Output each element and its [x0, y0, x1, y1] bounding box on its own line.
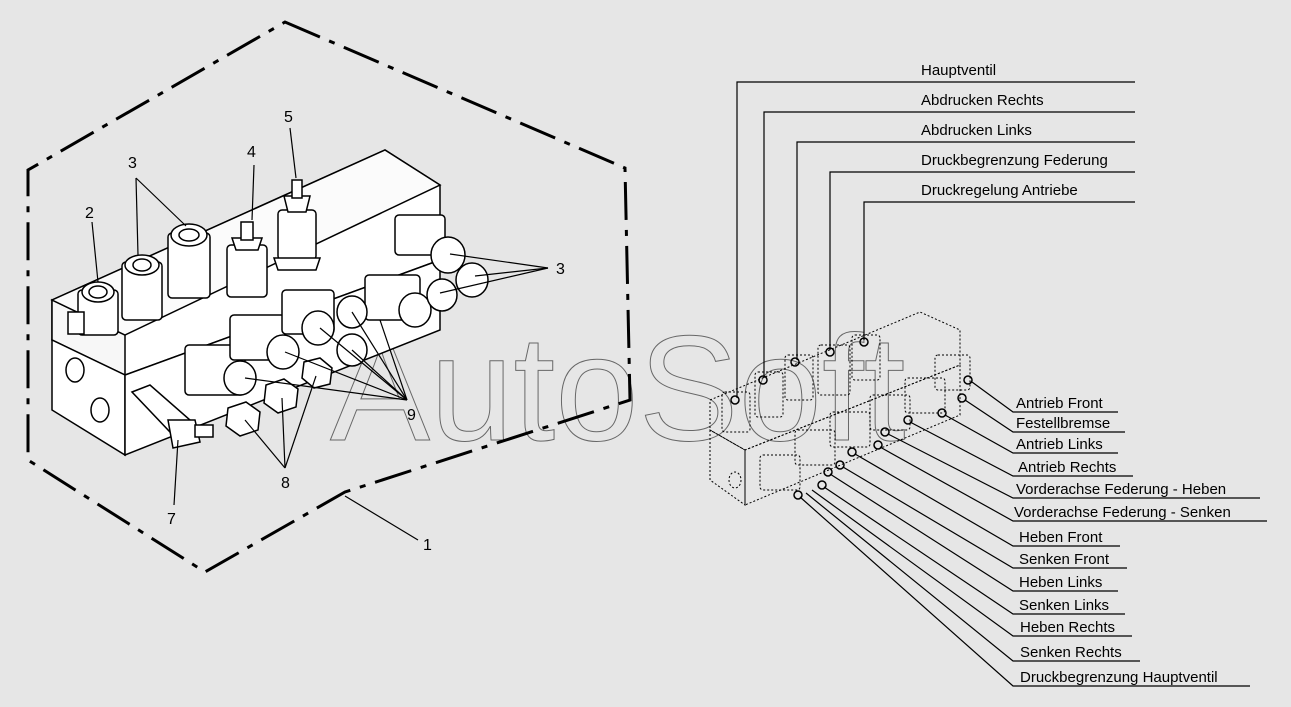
left-leader-lines: [91, 127, 549, 541]
part-3-solenoid-b: [167, 223, 211, 299]
label-abdrucken-rechts: Abdrucken Rechts: [921, 92, 1044, 109]
part-number-4: 4: [247, 144, 256, 161]
label-druckbegrenzung-federung: Druckbegrenzung Federung: [921, 152, 1108, 169]
label-heben-links: Heben Links: [1019, 574, 1102, 591]
part-number-9: 9: [407, 407, 416, 424]
top-leader-lines: [736, 81, 1135, 398]
part-5-pressure-switch: [272, 179, 322, 271]
part-number-5: 5: [284, 109, 293, 126]
part-3-solenoid-a: [121, 254, 163, 321]
part-9-cartridge-group: [184, 289, 368, 396]
part-number-1: 1: [423, 537, 432, 554]
part-7-fitting: [130, 384, 214, 449]
part-number-3-right: 3: [556, 261, 565, 278]
top-labels: Hauptventil Abdrucken Rechts Abdrucken L…: [921, 62, 1108, 199]
part-4-sensor: [226, 221, 268, 298]
part-number-8: 8: [281, 475, 290, 492]
label-abdrucken-links: Abdrucken Links: [921, 122, 1032, 139]
right-leader-lines: [799, 381, 1267, 687]
label-vorderachse-heben: Vorderachse Federung - Heben: [1016, 481, 1226, 498]
label-senken-front: Senken Front: [1019, 551, 1110, 568]
label-druckregelung-antriebe: Druckregelung Antriebe: [921, 182, 1078, 199]
part-number-2: 2: [85, 205, 94, 222]
part-number-labels: 1 2 3 3 4 5 7 8 9: [85, 109, 565, 554]
label-vorderachse-senken: Vorderachse Federung - Senken: [1014, 504, 1231, 521]
label-heben-rechts: Heben Rechts: [1020, 619, 1115, 636]
assembly-boundary: [26, 20, 632, 574]
part-3-cartridge-group: [364, 214, 489, 328]
label-senken-rechts: Senken Rechts: [1020, 644, 1122, 661]
label-druckbegrenzung-hauptventil: Druckbegrenzung Hauptventil: [1020, 669, 1218, 686]
label-festellbremse: Festellbremse: [1016, 415, 1110, 432]
label-antrieb-front: Antrieb Front: [1016, 395, 1104, 412]
label-senken-links: Senken Links: [1019, 597, 1109, 614]
part-2-solenoid: [67, 281, 119, 336]
right-labels: Antrieb Front Festellbremse Antrieb Link…: [1014, 395, 1231, 686]
label-antrieb-rechts: Antrieb Rechts: [1018, 459, 1116, 476]
right-assembly-dotted: [709, 311, 973, 506]
label-hauptventil: Hauptventil: [921, 62, 996, 79]
label-antrieb-links: Antrieb Links: [1016, 436, 1103, 453]
part-number-3: 3: [128, 155, 137, 172]
label-heben-front: Heben Front: [1019, 529, 1103, 546]
part-number-7: 7: [167, 511, 176, 528]
left-assembly: [26, 20, 632, 574]
